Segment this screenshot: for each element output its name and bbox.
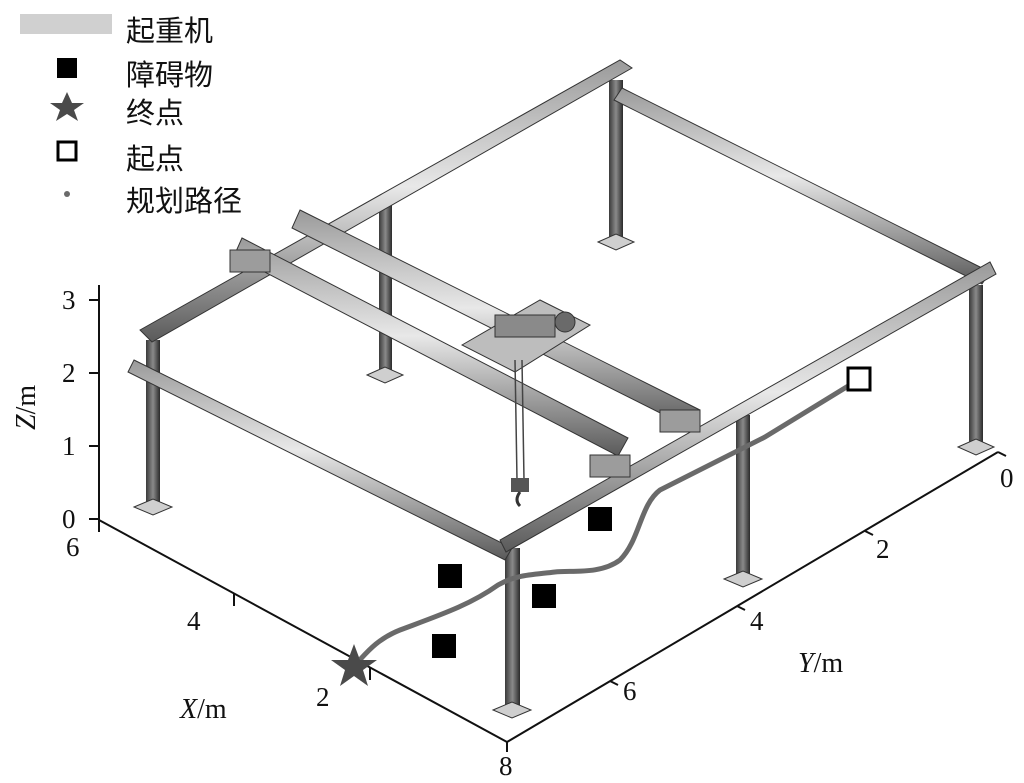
legend-label: 起点 [126, 142, 185, 176]
legend-item-goal: 终点 [18, 88, 318, 130]
x-tick-label: 4 [187, 606, 201, 636]
legend-label: 终点 [126, 96, 185, 130]
crane-rail-right [613, 87, 991, 285]
y-tick-label: 6 [623, 676, 637, 706]
goal-star-icon [50, 92, 84, 121]
legend-label: 障碍物 [126, 58, 214, 92]
y-tick-labels: 0 2 4 6 [623, 463, 1014, 706]
crane-swatch-icon [20, 14, 112, 34]
x-tick-label: 8 [499, 751, 513, 779]
legend-item-crane: 起重机 [18, 6, 318, 48]
end-truck-right-b [659, 409, 701, 433]
crane-hook [511, 359, 529, 508]
y-tick-label: 4 [750, 606, 764, 636]
legend-label: 规划路径 [126, 184, 243, 218]
z-axis [89, 285, 100, 520]
end-truck-left [229, 249, 271, 273]
obstacle-marker [432, 634, 456, 658]
x-tick-labels: 2 4 6 8 [66, 532, 513, 781]
crane-rail-front [499, 261, 997, 553]
z-tick-label: 3 [62, 285, 76, 315]
x-tick-label: 2 [316, 682, 330, 712]
gantry-crane [127, 59, 997, 719]
legend-item-obstacle: 障碍物 [18, 50, 318, 92]
z-tick-labels: 0 1 2 3 [62, 285, 76, 534]
obstacle-marker [588, 507, 612, 531]
z-tick-label: 2 [62, 358, 76, 388]
path-dot-icon [64, 191, 70, 197]
start-square-icon [56, 140, 78, 162]
obstacle-marker [438, 564, 462, 588]
legend-item-start: 起点 [18, 134, 318, 176]
z-axis-title: Z/m [11, 385, 42, 430]
crane-column-back-left [365, 205, 405, 384]
y-axis-title: Y/m [798, 648, 843, 679]
y-tick-label: 2 [876, 534, 890, 564]
crane-column-right [956, 285, 996, 456]
z-tick-label: 0 [62, 504, 76, 534]
start-point-marker [846, 366, 872, 392]
end-truck-right [589, 454, 631, 478]
goal-star-marker [331, 644, 377, 686]
crane-rail-left [127, 359, 513, 561]
planned-path [352, 377, 861, 668]
crane-column-mid-front [722, 415, 764, 588]
x-axis-title: X/m [179, 694, 227, 725]
obstacle-marker [532, 584, 556, 608]
z-tick-label: 1 [62, 431, 76, 461]
x-tick-label: 6 [66, 532, 80, 562]
obstacle-square-icon [57, 58, 77, 78]
x-axis [98, 519, 508, 752]
legend-label: 起重机 [126, 14, 214, 48]
crane-column-front-corner [491, 548, 533, 719]
legend-item-path: 规划路径 [18, 176, 318, 218]
crane-column-back-right [596, 80, 636, 251]
y-axis [506, 451, 1007, 743]
y-tick-label: 0 [1000, 463, 1014, 493]
crane-trolley [460, 299, 592, 373]
obstacles [432, 507, 612, 658]
